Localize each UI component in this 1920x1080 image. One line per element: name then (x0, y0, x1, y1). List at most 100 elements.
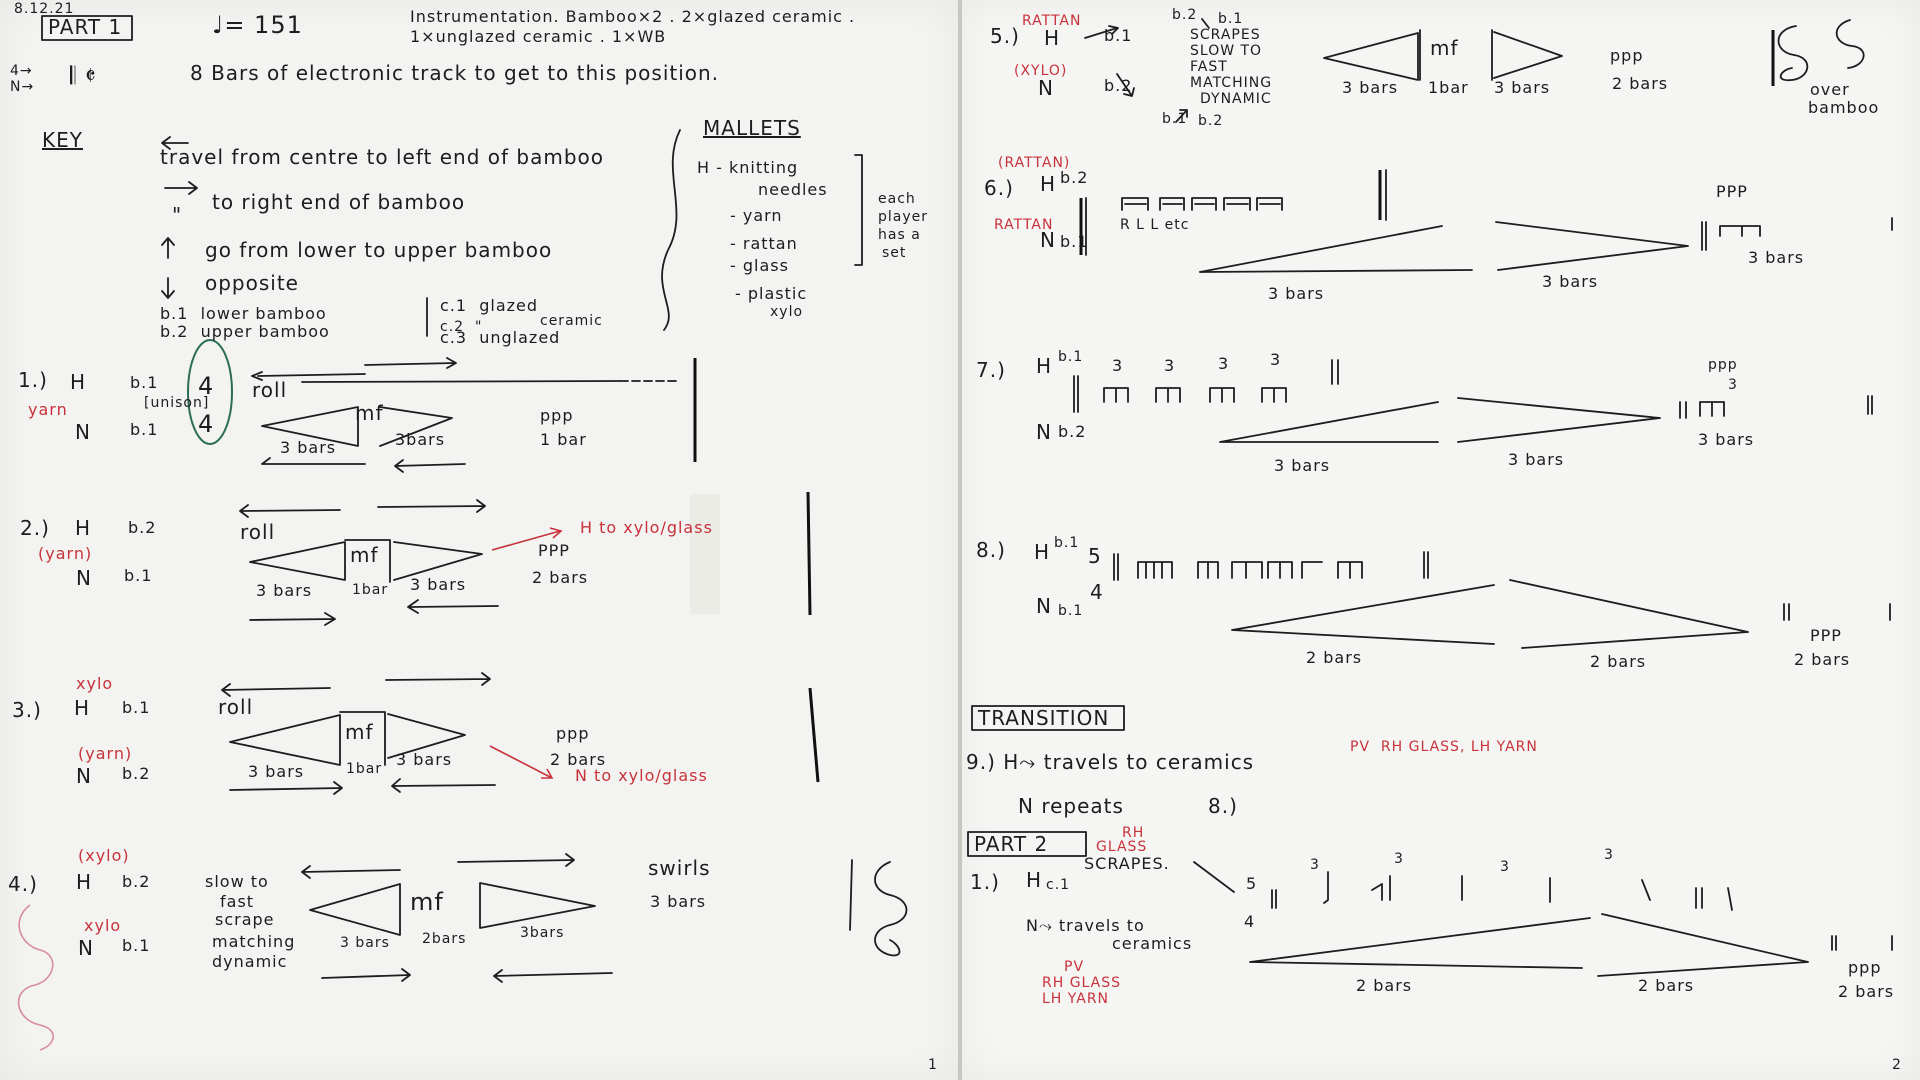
s2-hn: (yarn) (38, 544, 93, 563)
s8-meter-bottom: 4 (1090, 580, 1104, 604)
s7-trip-2: 3 (1164, 356, 1176, 375)
s2-h: H (75, 516, 92, 540)
notation-page-1: 8.12.21 PART 1 ♩= 151 Instrumentation. B… (0, 0, 958, 1080)
s1-bars-2: 3bars (395, 430, 446, 449)
mallet-note-1: each (878, 191, 916, 207)
s5-bars-2: 1bar (1428, 78, 1469, 97)
s5-h: H (1044, 26, 1061, 50)
s4-text-3: scrape (215, 910, 275, 929)
s5-n: N (1038, 76, 1054, 100)
s1-meter-bottom: 4 (198, 410, 215, 438)
key-line-3: go from lower to upper bamboo (205, 238, 553, 262)
s6-hb: b.2 (1060, 168, 1089, 187)
part2-red-n-2: RH GLASS (1042, 975, 1122, 991)
s4-text-2: fast (220, 892, 255, 911)
s3-hpre: xylo (76, 674, 114, 693)
s3-n: N (76, 764, 92, 788)
s4-bars-3: 3bars (520, 925, 565, 941)
mallets-title: MALLETS (703, 116, 801, 140)
part2-meter-top: 5 (1246, 874, 1258, 893)
part2-red-n-1: PV (1064, 959, 1085, 975)
s4-end: swirls (648, 856, 711, 880)
intro-text: 8 Bars of electronic track to get to thi… (190, 61, 720, 85)
s2-roll: roll (240, 520, 276, 544)
key-line-4: opposite (205, 271, 299, 295)
s2-bars-1: 3 bars (256, 581, 313, 600)
mallet-note-4: set (882, 245, 907, 261)
key-ceramic-2: ceramic (540, 313, 603, 329)
s6-bars-1: 3 bars (1268, 284, 1325, 303)
s3-hb: b.1 (122, 698, 151, 717)
s2-hb: b.2 (128, 518, 157, 537)
s4-text-1: slow to (205, 872, 269, 891)
s2-nb: b.1 (124, 566, 153, 585)
s7-end-trip: 3 (1728, 377, 1738, 393)
s3-bars-1: 3 bars (248, 762, 305, 781)
s7-end-dyn: ppp (1708, 357, 1738, 373)
part2-red-2: GLASS (1096, 839, 1148, 855)
key-line-6: b.2 upper bamboo (160, 322, 330, 341)
s1-roll: roll (252, 378, 288, 402)
s1-h: H (70, 370, 87, 394)
s8-h: H (1034, 540, 1051, 564)
s8-end-bars: 2 bars (1794, 650, 1851, 669)
key-ceramic-1: c.1 glazed (440, 296, 539, 315)
part2-trip-3: 3 (1500, 859, 1510, 875)
transition-line-1: 9.) H⤳ travels to ceramics (966, 750, 1255, 774)
tempo: ♩= 151 (212, 11, 303, 39)
key-ditto: " (172, 203, 183, 227)
notation-page-2: RATTAN 5.) H b.1 (XYLO) N b.2 b.2 b.1 b.… (962, 0, 1920, 1080)
s2-end-dyn: PPP (538, 541, 570, 560)
s4-hb: b.2 (122, 872, 151, 891)
mallet-note-3: has a (878, 227, 921, 243)
s5-scrape-4: MATCHING (1190, 75, 1273, 91)
s4-text-4: matching (212, 932, 296, 951)
s5-bars-1: 3 bars (1342, 78, 1399, 97)
s4-dyn: mf (410, 888, 444, 916)
s8-n: N (1036, 594, 1052, 618)
part2-end-dyn: ppp (1848, 958, 1882, 977)
part2-meter-bottom: 4 (1244, 912, 1256, 931)
s4-hn: xylo (84, 916, 122, 935)
s1-hb: b.1 (130, 373, 159, 392)
s6-sticking: R L L etc (1120, 217, 1190, 233)
s7-bars-1: 3 bars (1274, 456, 1331, 475)
s2-bars-2: 1bar (352, 582, 389, 598)
page2-number: 2 (1892, 1057, 1902, 1073)
s5-scrape-3: FAST (1190, 59, 1228, 75)
s7-trip-4: 3 (1270, 350, 1282, 369)
part2-n-2: ceramics (1112, 934, 1193, 953)
key-line-1: travel from centre to left end of bamboo (160, 145, 604, 169)
s3-roll: roll (218, 695, 254, 719)
s5-b-label-4: b.2 (1198, 113, 1224, 129)
key-ceramic-3: c.2 " (440, 319, 483, 335)
s3-end-dyn: ppp (556, 724, 590, 743)
part-label: PART 1 (48, 15, 123, 39)
s5-num: 5.) (990, 24, 1020, 48)
s6-bars-2: 3 bars (1542, 272, 1599, 291)
s2-n: N (76, 566, 92, 590)
s6-npre: RATTAN (994, 217, 1054, 233)
key-title: KEY (42, 128, 83, 152)
s4-bars-1: 3 bars (340, 935, 390, 951)
time-signature: 𝄃 𝄵 (70, 62, 97, 90)
s7-num: 7.) (976, 358, 1006, 382)
s7-hb: b.1 (1058, 349, 1084, 365)
s2-bars-3: 3 bars (410, 575, 467, 594)
s3-bars-3: 3 bars (396, 750, 453, 769)
s2-end-bars: 2 bars (532, 568, 589, 587)
s1-end-dyn: ppp (540, 406, 574, 425)
part2-bars-2: 2 bars (1638, 976, 1695, 995)
s1-meter-top: 4 (198, 372, 215, 400)
s5-npre: (XYLO) (1014, 63, 1068, 79)
s5-nb: b.2 (1104, 76, 1133, 95)
part2-trip-1: 3 (1310, 857, 1320, 873)
page2-drawings (967, 18, 1893, 977)
s2-dyn: mf (350, 543, 379, 567)
s7-h: H (1036, 354, 1053, 378)
s8-num: 8.) (976, 538, 1006, 562)
s5-b-label-1: b.2 (1172, 7, 1198, 23)
transition-line-2: N repeats (1018, 794, 1124, 818)
s1-nb: b.1 (130, 420, 159, 439)
s7-n: N (1036, 420, 1052, 444)
